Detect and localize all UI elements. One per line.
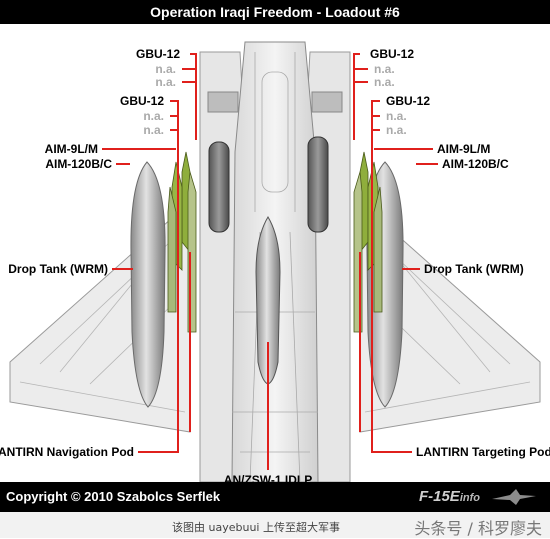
jet-silhouette-icon xyxy=(492,489,536,505)
label-aim120-right: AIM-120B/C xyxy=(442,157,509,171)
diagram-title: Operation Iraqi Freedom - Loadout #6 xyxy=(150,4,400,20)
brand-name: F-15E xyxy=(418,488,460,505)
copyright-text: Copyright © 2010 Szabolcs Serflek xyxy=(6,489,221,504)
label-na-lower-left-2: n.a. xyxy=(143,123,164,137)
label-na-lower-right-1: n.a. xyxy=(386,109,407,123)
brand-suffix: info xyxy=(459,492,480,504)
label-aim9-right: AIM-9L/M xyxy=(437,142,490,156)
watermark-text: 头条号 / 科罗廖夫 xyxy=(414,519,542,538)
leader-lines xyxy=(102,53,438,470)
nav-pod xyxy=(208,141,230,233)
credit-strip: 该图由 uayebuui 上传至超大军事 头条号 / 科罗廖夫 xyxy=(0,512,550,538)
label-gbu12-lower-right: GBU-12 xyxy=(386,94,430,108)
label-na-upper-left-2: n.a. xyxy=(155,75,176,89)
label-gbu12-upper-right: GBU-12 xyxy=(370,47,414,61)
title-bar: Operation Iraqi Freedom - Loadout #6 xyxy=(0,0,550,24)
label-na-upper-right-2: n.a. xyxy=(374,75,395,89)
upload-credit: 该图由 uayebuui 上传至超大军事 xyxy=(172,521,340,534)
label-aim120-left: AIM-120B/C xyxy=(45,157,112,171)
label-gbu12-upper-left: GBU-12 xyxy=(136,47,180,61)
label-na-upper-right-1: n.a. xyxy=(374,62,395,76)
label-nav-pod: LANTIRN Navigation Pod xyxy=(0,445,134,459)
label-na-lower-right-2: n.a. xyxy=(386,123,407,137)
footer-bar: Copyright © 2010 Szabolcs Serflek F-15Ei… xyxy=(0,482,550,512)
label-na-lower-left-1: n.a. xyxy=(143,109,164,123)
left-drop-tank xyxy=(130,161,166,408)
targeting-pod xyxy=(307,136,329,233)
label-aim9-left: AIM-9L/M xyxy=(45,142,98,156)
brand-logo: F-15Einfo xyxy=(419,488,480,505)
label-gbu12-lower-left: GBU-12 xyxy=(120,94,164,108)
label-drop-tank-left: Drop Tank (WRM) xyxy=(8,262,108,276)
label-na-upper-left-1: n.a. xyxy=(155,62,176,76)
label-targeting-pod: LANTIRN Targeting Pod xyxy=(416,445,550,459)
label-drop-tank-right: Drop Tank (WRM) xyxy=(424,262,524,276)
aircraft-illustration: GBU-12 n.a. n.a. GBU-12 n.a. n.a. GBU-12… xyxy=(0,41,550,487)
